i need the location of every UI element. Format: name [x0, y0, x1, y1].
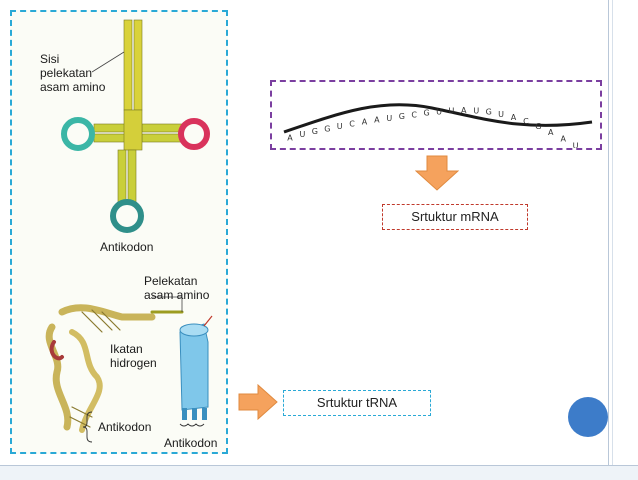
mrna-base: U	[473, 106, 479, 115]
mrna-figure-frame: AUGGUCAAUGCGUUAUGUACGAAUG	[270, 80, 602, 150]
label-hydrogen-bond: Ikatan hidrogen	[110, 342, 157, 370]
mrna-base: C	[349, 120, 355, 129]
mrna-sequence-letters: AUGGUCAAUGCGUUAUGUACGAAUG	[287, 106, 579, 148]
trna-figure-frame: Sisi pelekatan asam amino Antikodon Pele…	[10, 10, 228, 454]
slide-border-line-inner	[612, 0, 613, 479]
mrna-base: U	[337, 122, 343, 131]
mrna-base: U	[573, 141, 579, 148]
caption-trna: Srtuktur tRNA	[283, 390, 431, 416]
mrna-base: C	[523, 117, 529, 126]
label-hydrogen-bond-line-2: hidrogen	[110, 356, 157, 370]
mrna-base: G	[312, 127, 318, 136]
caption-mrna: Srtuktur mRNA	[382, 204, 528, 230]
mrna-base: G	[535, 122, 541, 131]
arrow-right-icon	[238, 384, 278, 420]
mrna-base: A	[374, 116, 380, 125]
label-attach-site-line-2: pelekatan	[40, 66, 93, 80]
mrna-base: U	[436, 107, 442, 116]
label-anticodon-left: Antikodon	[98, 420, 152, 434]
slide-bottom-band	[0, 465, 638, 480]
mrna-base: A	[362, 118, 368, 127]
arrow-down-icon	[415, 155, 459, 191]
label-hydrogen-bond-line-1: Ikatan	[110, 342, 143, 356]
mrna-base: G	[486, 108, 492, 117]
mrna-base: G	[423, 109, 429, 118]
mrna-base: U	[386, 114, 392, 123]
accent-circle	[568, 397, 608, 437]
trna-simplified-model	[82, 296, 213, 443]
mrna-base: A	[511, 113, 517, 122]
mrna-base: A	[560, 135, 566, 144]
label-attach-bottom: Pelekatan asam amino	[144, 274, 209, 302]
trna-3d-ribbon	[45, 304, 184, 433]
mrna-base: A	[287, 133, 293, 142]
mrna-base: C	[411, 110, 417, 119]
trna-cloverleaf	[61, 19, 210, 233]
label-attach-bottom-line-1: Pelekatan	[144, 274, 198, 288]
label-attach-site: Sisi pelekatan asam amino	[40, 52, 105, 94]
trna-diagram	[45, 19, 213, 443]
slide-border-line	[608, 0, 609, 479]
label-attach-site-line-1: Sisi	[40, 52, 60, 66]
mrna-base: G	[399, 112, 405, 121]
label-anticodon-top: Antikodon	[100, 240, 154, 254]
mrna-base: U	[299, 130, 305, 139]
mrna-base: A	[461, 106, 467, 115]
mrna-base: U	[448, 107, 454, 116]
label-anticodon-right: Antikodon	[164, 436, 218, 450]
mrna-base: G	[324, 124, 330, 133]
mrna-base: A	[548, 128, 554, 137]
mrna-diagram: AUGGUCAAUGCGUUAUGUACGAAUG	[283, 103, 593, 148]
label-attach-bottom-line-2: asam amino	[144, 288, 210, 302]
mrna-base: U	[498, 110, 504, 119]
label-attach-site-line-3: asam amino	[40, 80, 106, 94]
